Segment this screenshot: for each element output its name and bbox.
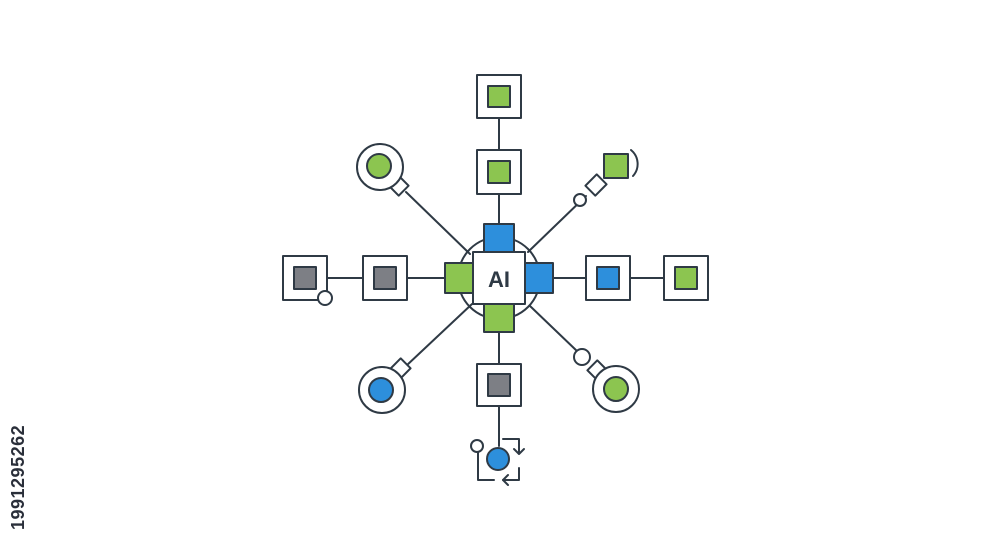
cycle-bracket-left <box>477 449 495 481</box>
connector-lines <box>326 117 665 447</box>
stock-id: 1991295262 <box>8 424 28 530</box>
cycle-arrow-left-icon <box>502 474 509 486</box>
port-dot <box>573 348 591 366</box>
hub-port-left <box>444 262 474 294</box>
node-top-outer <box>476 74 522 119</box>
connector-lower-right <box>529 305 579 353</box>
connector-lower-left <box>405 303 473 367</box>
node-bottom-end <box>470 438 525 486</box>
node-upper-right <box>573 149 639 207</box>
hub-port-right <box>524 262 554 294</box>
hub-port-bottom <box>483 303 515 333</box>
connector-upper-left <box>405 191 471 255</box>
signal-wave-icon <box>630 149 639 177</box>
node-lower-right <box>573 348 640 413</box>
node-lower-left <box>358 357 412 414</box>
node-right-inner <box>585 255 631 301</box>
blue-circle-node <box>486 447 510 471</box>
cycle-bracket-right <box>502 438 520 453</box>
node-left-outer <box>282 255 333 306</box>
port-dot <box>317 290 333 306</box>
ai-hub <box>444 223 554 333</box>
node-right-outer <box>663 255 709 301</box>
cycle-bracket-bottom <box>502 467 520 481</box>
node-upper-left <box>356 143 410 197</box>
port-dot <box>470 439 484 453</box>
node-left-inner <box>362 255 408 301</box>
node-connector-cap <box>584 173 608 197</box>
cycle-arrow-down-icon <box>513 448 525 455</box>
node-bottom-inner <box>476 363 522 407</box>
node-top-inner <box>476 149 522 195</box>
hub-box <box>472 251 526 305</box>
hub-port-top <box>483 223 515 253</box>
green-square <box>603 153 629 179</box>
port-dot <box>573 193 587 207</box>
hub-label: AI <box>488 267 510 292</box>
